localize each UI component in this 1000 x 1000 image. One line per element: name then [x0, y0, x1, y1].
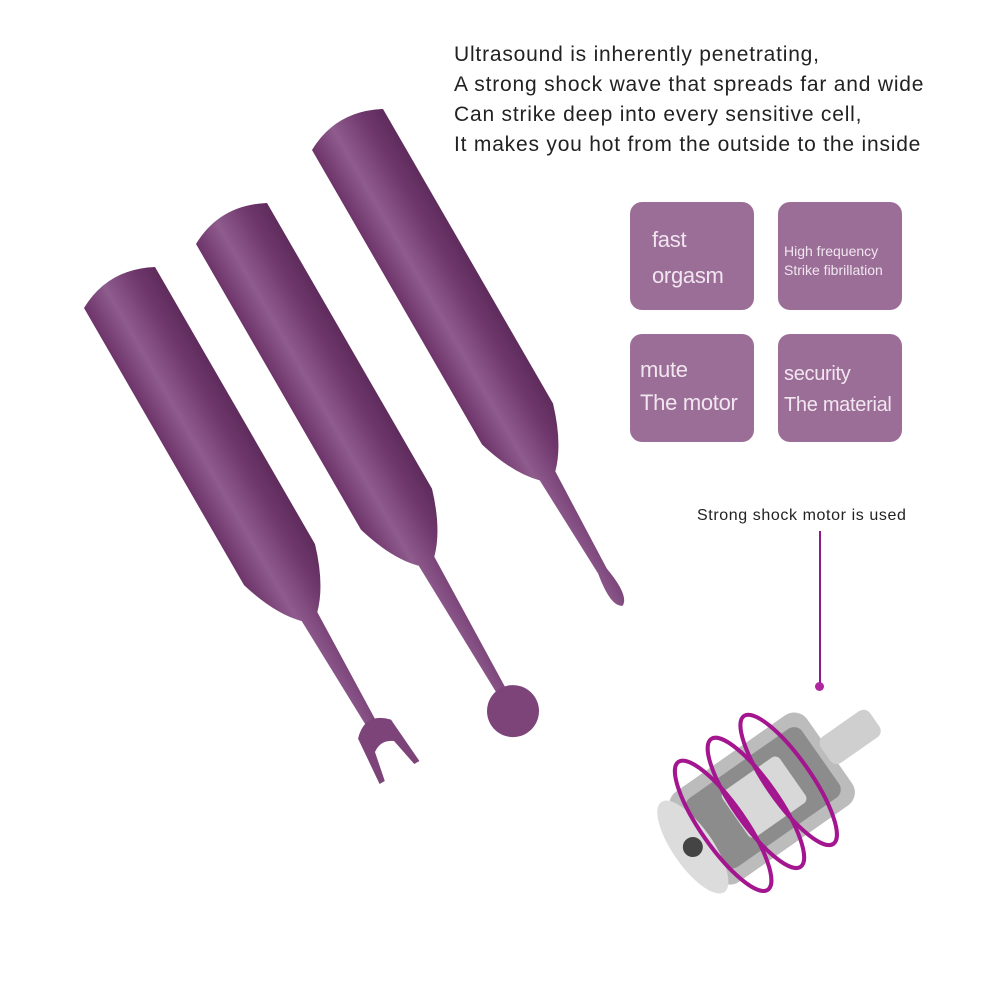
feature-tile-security-material: security The material [778, 334, 902, 442]
headline-copy: Ultrasound is inherently penetrating, A … [454, 40, 924, 160]
feature-tile-mute-motor: mute The motor [630, 334, 754, 442]
feature-line: The motor [640, 390, 738, 415]
headline-line: Can strike deep into every sensitive cel… [454, 103, 863, 126]
feature-line: Strike fibrillation [784, 262, 883, 278]
attachment-teardrop-tip [312, 109, 625, 606]
feature-line: orgasm [652, 263, 724, 288]
feature-line: mute [640, 357, 688, 382]
feature-tile-fast-orgasm: fast orgasm [630, 202, 754, 310]
feature-line: security [784, 363, 851, 385]
motor-callout-label: Strong shock motor is used [697, 507, 907, 524]
feature-line: fast [652, 227, 687, 252]
callout-leader-dot [815, 682, 824, 691]
headline-line: Ultrasound is inherently penetrating, [454, 43, 820, 66]
callout-leader-line [819, 531, 821, 685]
feature-tile-high-frequency: High frequency Strike fibrillation [778, 202, 902, 310]
attachment-fork-tip [84, 267, 420, 784]
feature-line: The material [784, 394, 892, 416]
motor-cutaway-illustration [657, 709, 881, 894]
headline-line: A strong shock wave that spreads far and… [454, 73, 925, 96]
feature-line: High frequency [784, 243, 879, 259]
headline-line: It makes you hot from the outside to the… [454, 133, 922, 156]
attachment-ball-tip [196, 203, 540, 738]
